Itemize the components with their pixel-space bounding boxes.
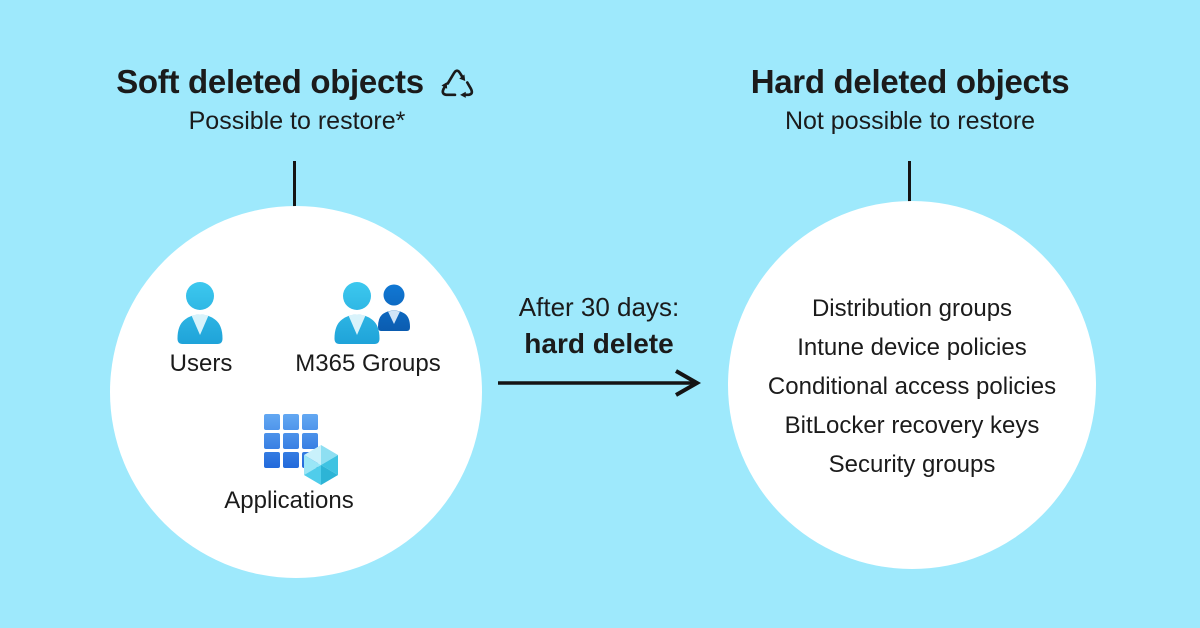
users-label: Users xyxy=(169,350,233,377)
hard-deleted-item: Conditional access policies xyxy=(767,373,1057,400)
right-arrow-icon xyxy=(496,367,706,404)
hard-deleted-subtitle: Not possible to restore xyxy=(784,107,1036,135)
m365-groups-icon xyxy=(331,279,413,344)
soft-deleted-title-row: Soft deleted objects xyxy=(57,60,537,104)
soft-deleted-subtitle: Possible to restore* xyxy=(188,107,406,135)
soft-deleted-header: Soft deleted objects Possible to restore… xyxy=(57,60,537,136)
hard-deleted-item: BitLocker recovery keys xyxy=(784,412,1040,439)
hard-deleted-bubble xyxy=(728,201,1096,569)
hard-deleted-title-row: Hard deleted objects xyxy=(670,60,1150,104)
transition-caption-line1: After 30 days: xyxy=(518,292,680,322)
hard-deleted-list: Distribution groups Intune device polici… xyxy=(742,289,1082,484)
hard-deleted-item: Intune device policies xyxy=(797,334,1027,361)
recycle-icon xyxy=(436,64,478,101)
m365-groups-label: M365 Groups xyxy=(295,350,441,377)
hard-deleted-item: Security groups xyxy=(828,451,996,478)
transition-caption-line2: hard delete xyxy=(524,328,674,359)
user-icon xyxy=(174,281,226,344)
hard-deleted-header: Hard deleted objects Not possible to res… xyxy=(670,60,1150,136)
soft-deleted-bubble xyxy=(110,206,482,578)
applications-label: Applications xyxy=(224,487,354,514)
transition-caption: After 30 days: hard delete xyxy=(479,292,719,360)
hard-deleted-item: Distribution groups xyxy=(811,295,1013,322)
soft-deleted-title: Soft deleted objects xyxy=(116,63,424,100)
applications-icon xyxy=(262,412,344,486)
hard-deleted-title: Hard deleted objects xyxy=(750,63,1070,100)
